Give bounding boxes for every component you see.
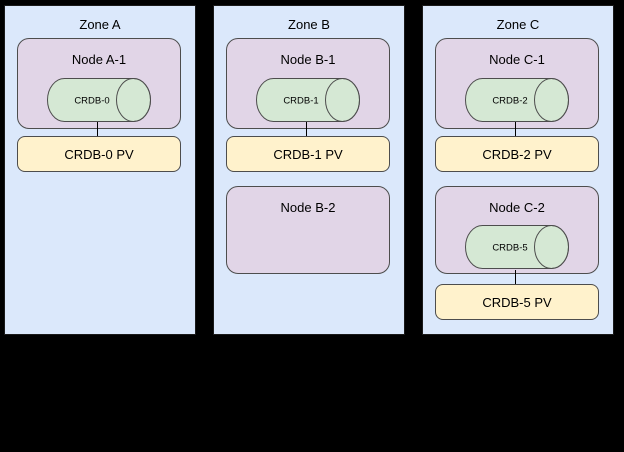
zone-b: Zone B Node B-1 CRDB-1 CRDB-1 PV Node B-… <box>213 5 405 335</box>
node-b2-label: Node B-2 <box>280 200 336 215</box>
zone-a-title: Zone A <box>79 17 121 32</box>
node-a1-label: Node A-1 <box>71 52 127 67</box>
crdb-0-cylinder-icon: CRDB-0 <box>47 78 151 122</box>
crdb-5-pv-label: CRDB-5 PV <box>482 294 552 310</box>
node-c2: Node C-2 CRDB-5 <box>435 186 599 274</box>
node-c1: Node C-1 CRDB-2 <box>435 38 599 129</box>
crdb-5-connector-line <box>515 270 516 285</box>
zone-c: Zone C Node C-1 CRDB-2 CRDB-2 PV Node C-… <box>422 5 614 335</box>
crdb-2-cylinder-label: CRDB-2 <box>492 96 527 107</box>
node-b1-label: Node B-1 <box>280 52 336 67</box>
crdb-1-cylinder-icon: CRDB-1 <box>256 78 360 122</box>
crdb-0-cylinder-label: CRDB-0 <box>74 96 109 107</box>
zone-b-title: Zone B <box>288 17 330 32</box>
crdb-5-cylinder-label: CRDB-5 <box>492 243 527 254</box>
node-c1-label: Node C-1 <box>489 52 545 67</box>
node-b2: Node B-2 <box>226 186 390 274</box>
crdb-0-connector-line <box>97 122 98 137</box>
node-a1: Node A-1 CRDB-0 <box>17 38 181 129</box>
crdb-2-cylinder-icon: CRDB-2 <box>465 78 569 122</box>
crdb-2-pv-box: CRDB-2 PV <box>435 136 599 172</box>
crdb-5-cylinder-icon: CRDB-5 <box>465 225 569 269</box>
crdb-2-connector-line <box>515 122 516 137</box>
crdb-0-pv-box: CRDB-0 PV <box>17 136 181 172</box>
zone-c-title: Zone C <box>496 17 540 32</box>
crdb-1-cylinder-label: CRDB-1 <box>283 96 318 107</box>
zones-diagram: Zone A Node A-1 CRDB-0 CRDB-0 PV Zone B … <box>4 5 614 335</box>
crdb-0-pv-label: CRDB-0 PV <box>64 146 134 162</box>
crdb-1-pv-label: CRDB-1 PV <box>273 146 343 162</box>
crdb-1-connector-line <box>306 122 307 137</box>
node-c2-label: Node C-2 <box>489 200 545 215</box>
zone-a: Zone A Node A-1 CRDB-0 CRDB-0 PV <box>4 5 196 335</box>
node-b1: Node B-1 CRDB-1 <box>226 38 390 129</box>
crdb-2-pv-label: CRDB-2 PV <box>482 146 552 162</box>
crdb-5-pv-box: CRDB-5 PV <box>435 284 599 320</box>
crdb-1-pv-box: CRDB-1 PV <box>226 136 390 172</box>
